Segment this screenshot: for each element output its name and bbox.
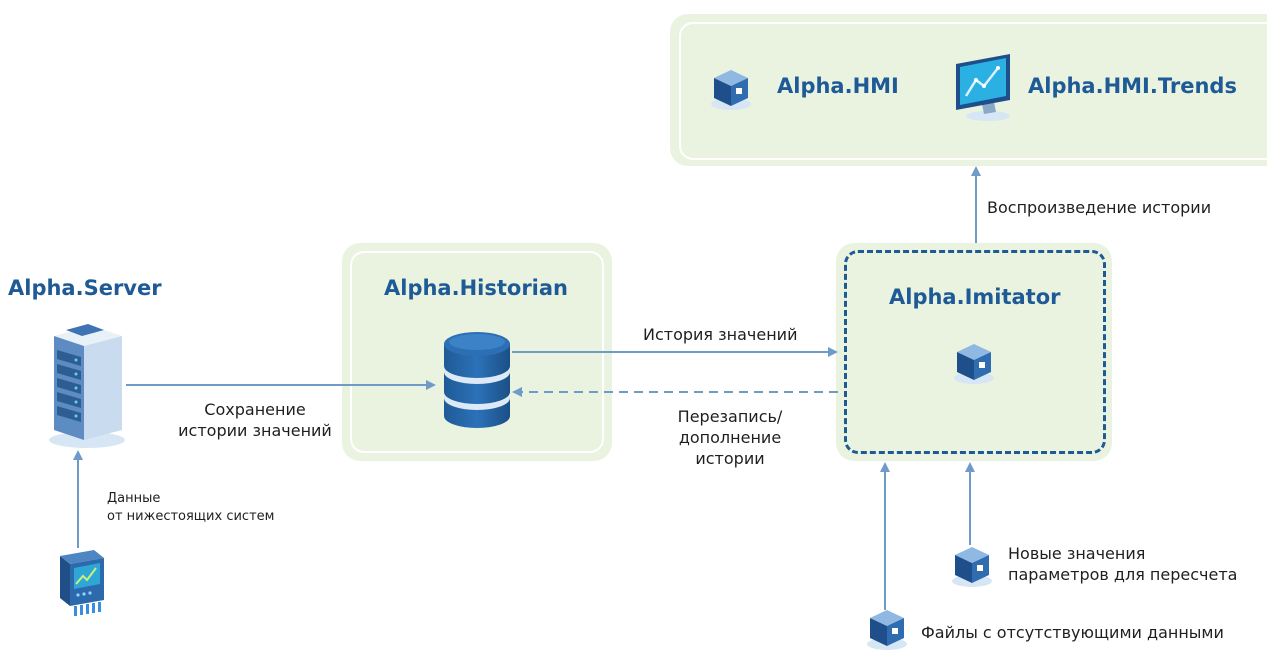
database-icon	[444, 332, 510, 428]
label-missing-files: Файлы с отсутствующими данными	[921, 623, 1224, 642]
label-new-values: Новые значения параметров для пересчета	[1008, 543, 1237, 585]
label-lower-systems-line-2: от нижестоящих систем	[107, 509, 275, 524]
imitator-title: Alpha.Imitator	[889, 285, 1061, 309]
hmi-group-box-inner-border	[679, 22, 1267, 160]
label-save-history-line-2: истории значений	[178, 421, 332, 440]
monitor-chart-icon	[956, 54, 1010, 121]
historian-title: Alpha.Historian	[384, 276, 568, 300]
server-title: Alpha.Server	[8, 276, 162, 300]
label-lower-systems-line-1: Данные	[107, 491, 161, 506]
label-new-values-line-2: параметров для пересчета	[1008, 565, 1238, 584]
label-rewrite-line-1: Перезапись/	[677, 407, 783, 426]
label-new-values-line-1: Новые значения	[1008, 544, 1146, 563]
hmi-cube-icon	[711, 70, 751, 110]
imitator-cube-icon	[954, 344, 994, 384]
hmi-title: Alpha.HMI	[777, 74, 899, 98]
missing-files-cube-icon	[867, 610, 907, 650]
label-rewrite-line-3: истории	[695, 449, 765, 468]
label-playback: Воспроизведение истории	[987, 198, 1212, 217]
label-rewrite-line-2: дополнение	[678, 428, 782, 447]
label-save-history-line-1: Сохранение	[204, 400, 306, 419]
label-value-history: История значений	[643, 325, 798, 344]
hmi-trends-title: Alpha.HMI.Trends	[1028, 74, 1237, 98]
label-save-history: Сохранение истории значений	[175, 399, 335, 441]
server-rack-icon	[49, 324, 125, 448]
controller-device-icon	[60, 550, 104, 616]
new-values-cube-icon	[952, 547, 992, 587]
imitator-box-dashed-border	[844, 250, 1106, 454]
label-lower-systems: Данные от нижестоящих систем	[107, 490, 274, 526]
label-rewrite: Перезапись/ дополнение истории	[650, 406, 810, 469]
